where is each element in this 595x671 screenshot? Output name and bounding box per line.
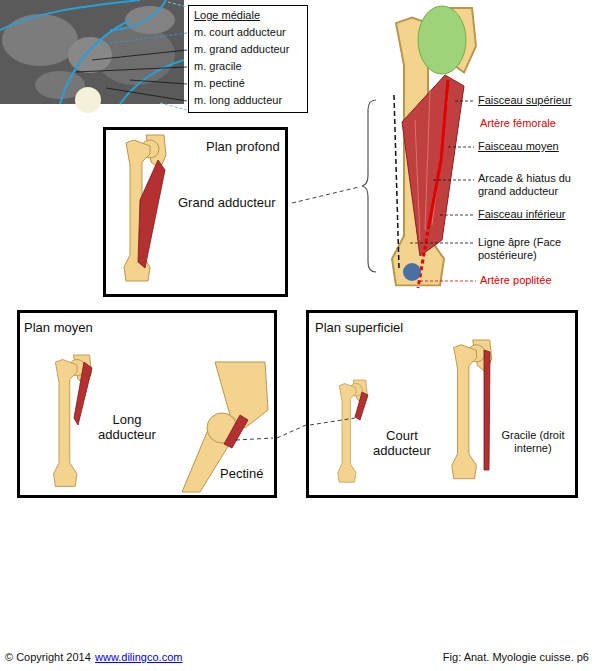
anatomy-label: Artère fémorale [480, 117, 556, 130]
leader-connector [277, 425, 306, 438]
muscle-label: m. pectiné [194, 77, 245, 90]
muscle-label: m. court adducteur [194, 26, 286, 39]
muscle-label: m. gracile [194, 60, 242, 73]
plane-box: Plan profondGrand adducteur [103, 127, 288, 297]
anatomy-label: Faisceau supérieur [478, 94, 572, 107]
thigh-figure [392, 6, 476, 288]
plane-box: Plan moyenLong adducteurPectiné [17, 310, 277, 498]
box-heading: Loge médiale [194, 9, 260, 22]
copyright-text: www.dilingco.com [95, 651, 182, 664]
leader-line [236, 438, 273, 440]
muscle-label: Pectiné [220, 467, 263, 482]
muscle-label: m. grand adducteur [194, 43, 289, 56]
middle-plane-figure [54, 355, 268, 492]
compartment-list-box: Loge médiale m. court adducteur m. grand a… [188, 5, 308, 113]
plane-box: Plan superficielCourt adducteur Gracile (… [306, 310, 578, 498]
zoom-line [160, 103, 187, 110]
leader-lines [410, 101, 476, 281]
leader-line [310, 418, 355, 425]
box-heading: Plan profond [206, 140, 280, 155]
brace [362, 100, 376, 272]
copyright-text: © Copyright 2014 [5, 651, 91, 664]
muscle-label: m. long adducteur [194, 94, 282, 107]
muscle-label: Gracile (droit interne) [495, 429, 571, 454]
box-heading: Plan superficiel [315, 321, 403, 336]
anatomy-label: Arcade & hiatus du grand adducteur [478, 172, 586, 198]
muscle-label: Grand adducteur [178, 196, 276, 211]
zoom-line [168, 2, 187, 7]
anatomy-label: Artère poplitée [480, 274, 552, 287]
anatomy-label: Faisceau inférieur [478, 208, 565, 221]
anatomy-label: Faisceau moyen [478, 140, 559, 153]
figure-caption: Fig: Anat. Myologie cuisse. p6 [443, 651, 589, 664]
anatomy-label: Ligne âpre (Face postérieure) [478, 236, 586, 262]
muscle-label: Court adducteur [367, 429, 437, 459]
box-heading: Plan moyen [24, 321, 93, 336]
deep-plane-figure [124, 135, 166, 281]
superficial-plane-figure [338, 340, 492, 482]
leader-line [292, 187, 359, 203]
muscle-label: Long adducteur [92, 413, 162, 443]
leader-lines [76, 33, 187, 101]
